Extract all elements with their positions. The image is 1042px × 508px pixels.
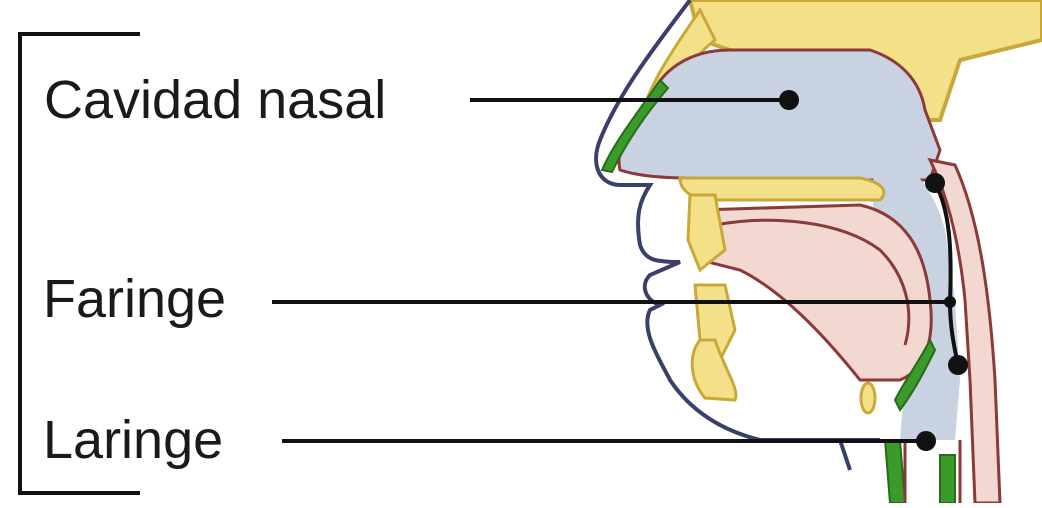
label-larynx: Laringe <box>43 413 223 467</box>
leader-dot-nasal <box>779 90 799 110</box>
tongue <box>700 205 931 380</box>
leader-dot-larynx <box>916 431 936 451</box>
larynx-cartilage-front <box>885 440 905 503</box>
leader-dot-pharynx-top <box>925 173 945 193</box>
mandible <box>692 340 736 400</box>
label-pharynx: Faringe <box>43 272 226 326</box>
leader-dot-pharynx-bottom <box>948 355 968 375</box>
leader-dot-pharynx-mid <box>944 296 956 308</box>
larynx-cartilage-back <box>940 455 955 503</box>
neck-outline <box>840 440 850 470</box>
hyoid-bone <box>861 383 875 413</box>
label-nasal-cavity: Cavidad nasal <box>44 73 386 127</box>
